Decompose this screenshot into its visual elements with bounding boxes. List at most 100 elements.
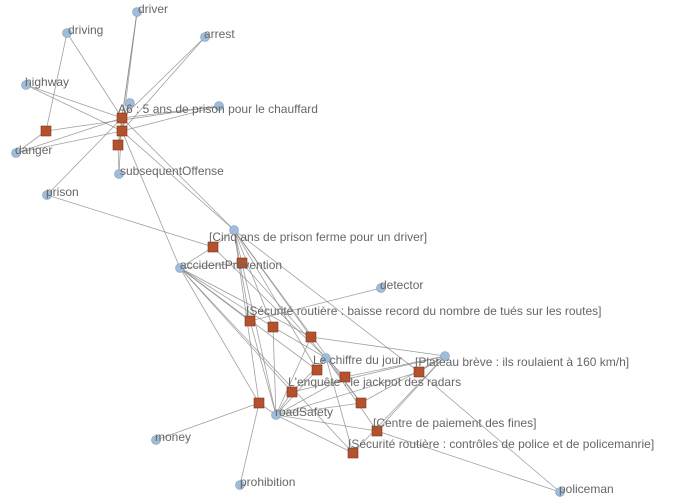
edge-d14-c_e [310, 336, 446, 357]
concept-node-prison[interactable] [42, 190, 52, 200]
document-label-d1: A6 : 5 ans de prison pour le chauffard [118, 102, 318, 116]
edge-d1-prison [46, 117, 123, 196]
document-node-d5[interactable] [413, 366, 425, 378]
document-node-d8[interactable] [347, 447, 359, 459]
edge-d10-c_b [45, 105, 220, 132]
concept-node-danger[interactable] [11, 148, 21, 158]
edge-d3-c_c [233, 229, 251, 322]
document-node-d11[interactable] [112, 139, 124, 151]
edge-d15-c_e [344, 355, 446, 378]
concept-label-policeman: policeman [559, 482, 614, 496]
edge-d17-c_e [360, 355, 446, 404]
edge-d5-policeman [418, 371, 561, 493]
edge-d13-c_c [233, 229, 274, 328]
concept-node-roadSafety[interactable] [271, 410, 281, 420]
document-node-d13[interactable] [267, 321, 279, 333]
edge-d16-accidentPrevention [179, 267, 260, 404]
label-layer: driver driving arrest highway danger subseque… [15, 2, 654, 496]
edge-d12-roadSafety [241, 262, 277, 416]
concept-label-driver: driver [138, 2, 168, 16]
edge-d1-danger [15, 117, 123, 154]
edge-d7-c_d [325, 357, 378, 432]
document-label-d4: Le chiffre du jour [313, 353, 402, 367]
document-node-d14[interactable] [305, 331, 317, 343]
edge-d9-arrest [121, 36, 206, 132]
edge-d6-accidentPrevention [179, 267, 293, 393]
edge-d2-accidentPrevention [179, 246, 214, 269]
edge-d8-c_e [352, 355, 446, 454]
concept-node-highway[interactable] [21, 80, 31, 90]
edge-d2-prison [46, 194, 214, 248]
edge-d11-c_a [117, 102, 131, 146]
edge-d10-driving [45, 32, 68, 132]
edge-d1-arrest [121, 36, 206, 119]
edge-d16-money [155, 402, 260, 441]
concept-label-danger: danger [15, 143, 52, 157]
concept-label-prison: prison [46, 185, 79, 199]
concept-node-detector[interactable] [376, 283, 386, 293]
concept-label-money: money [155, 430, 191, 444]
document-node-d1[interactable] [116, 112, 128, 124]
concept-label-arrest: arrest [204, 27, 235, 41]
concept-node-c_e[interactable] [440, 351, 450, 361]
document-label-d5: [Plateau brève : ils roulaient à 160 km/… [415, 355, 629, 369]
document-label-d6: L'enquête : le jackpot des radars [288, 375, 461, 389]
document-node-d12[interactable] [236, 257, 248, 269]
document-node-d17[interactable] [355, 397, 367, 409]
edge-layer [15, 11, 561, 493]
concept-node-c_c[interactable] [229, 225, 239, 235]
document-node-d4[interactable] [311, 364, 323, 376]
concept-node-prohibition[interactable] [235, 480, 245, 490]
edge-d7-policeman [376, 430, 561, 493]
node-layer [11, 7, 565, 497]
concept-label-roadSafety: roadSafety [275, 405, 333, 419]
document-node-d15[interactable] [339, 371, 351, 383]
edge-d9-danger [15, 130, 123, 154]
concept-node-money[interactable] [151, 435, 161, 445]
document-node-d3[interactable] [244, 315, 256, 327]
edge-d12-accidentPrevention [179, 262, 243, 269]
edge-d17-roadSafety [275, 402, 362, 416]
edge-d6-c_e [291, 355, 446, 393]
edge-d1-c_c [121, 117, 235, 231]
edge-d7-roadSafety [275, 414, 378, 432]
edge-d16-prohibition [239, 402, 260, 486]
concept-label-detector: detector [380, 278, 423, 292]
document-label-d8: [Sécurité routière : contrôles de police… [348, 437, 654, 451]
edge-d3-detector [249, 287, 382, 322]
concept-label-prohibition: prohibition [240, 475, 295, 489]
edge-d8-c_d [325, 357, 354, 454]
document-node-d9[interactable] [116, 125, 128, 137]
edge-d6-c_d [291, 357, 327, 393]
document-node-d2[interactable] [207, 241, 219, 253]
concept-node-c_a[interactable] [125, 98, 135, 108]
document-label-d2: [Cinq ans de prison ferme pour un driver… [209, 230, 427, 244]
concept-node-driving[interactable] [62, 28, 72, 38]
edge-d9-accidentPrevention [121, 130, 181, 269]
concept-node-c_d[interactable] [321, 353, 331, 363]
concept-node-driver[interactable] [132, 7, 142, 17]
concept-label-driving: driving [68, 23, 103, 37]
concept-node-arrest[interactable] [200, 32, 210, 42]
concept-label-subsequentOffense: subsequentOffense [120, 164, 224, 178]
edge-d5-c_c [233, 229, 420, 373]
edge-d1-highway [25, 84, 123, 119]
concept-node-c_b[interactable] [214, 101, 224, 111]
concept-label-accidentPrevention: accidentPrevention [180, 258, 282, 272]
document-label-d3: [Sécurité routière : baisse record du no… [246, 304, 602, 318]
document-node-d7[interactable] [371, 425, 383, 437]
edge-d9-highway [25, 84, 123, 132]
concept-node-accidentPrevention[interactable] [175, 263, 185, 273]
edge-d13-accidentPrevention [179, 267, 274, 328]
edge-d5-roadSafety [275, 371, 420, 416]
edge-d1-driving [66, 32, 123, 119]
edge-d13-roadSafety [272, 326, 277, 416]
edge-d3-roadSafety [249, 320, 277, 416]
concept-node-policeman[interactable] [555, 487, 565, 497]
concept-node-subsequentOffense[interactable] [114, 169, 124, 179]
document-node-d10[interactable] [40, 125, 52, 137]
concept-label-highway: highway [25, 75, 69, 89]
document-node-d6[interactable] [286, 386, 298, 398]
document-node-d16[interactable] [253, 397, 265, 409]
